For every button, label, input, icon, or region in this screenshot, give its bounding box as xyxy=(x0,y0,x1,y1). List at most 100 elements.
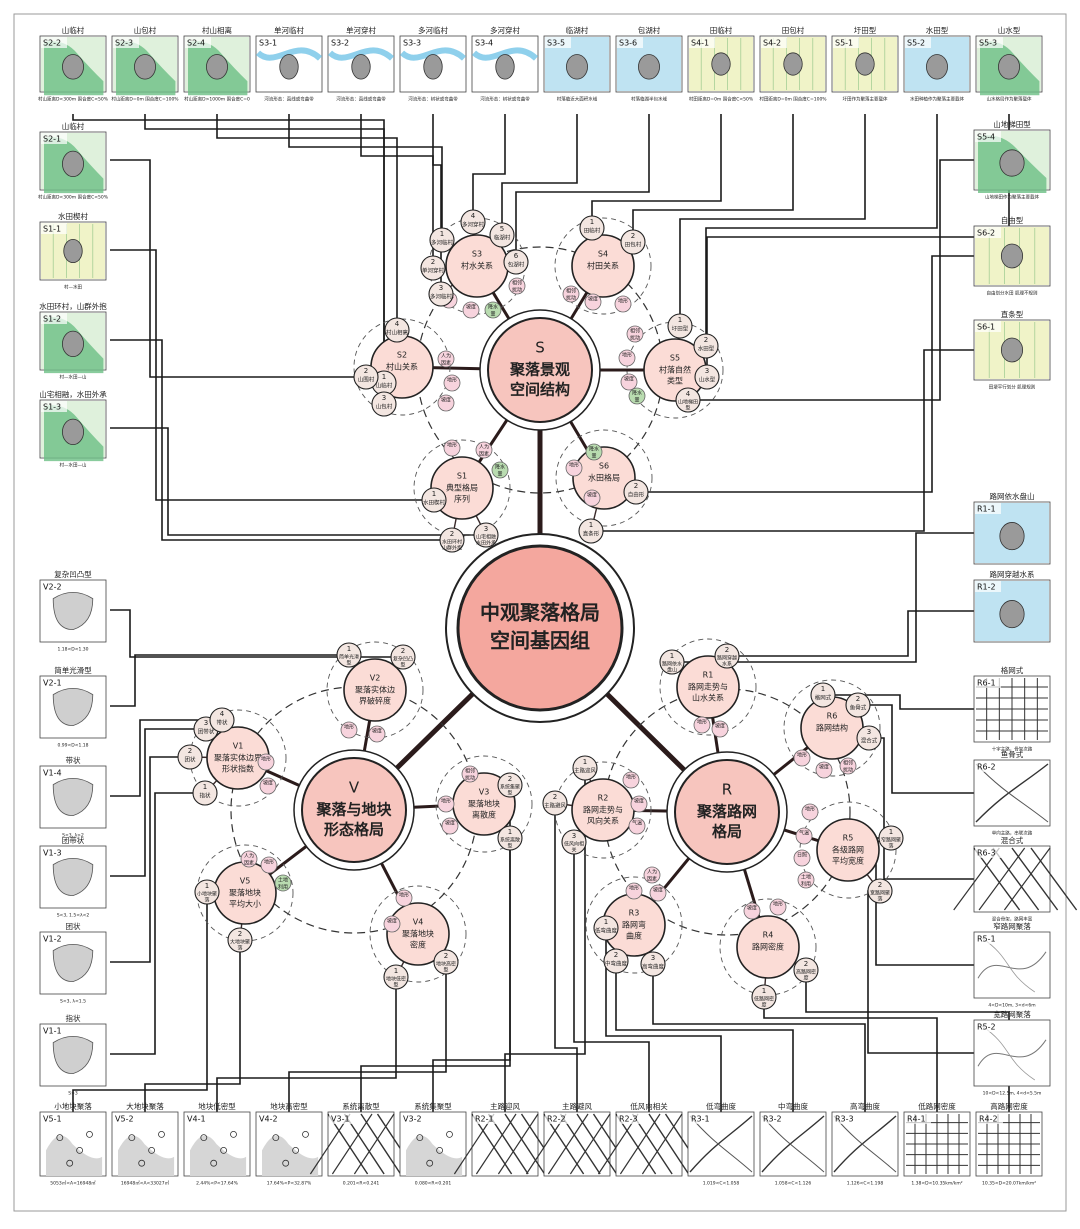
plot-marker xyxy=(416,1134,424,1141)
sub-code-R2: R2 xyxy=(598,794,609,803)
village-shape xyxy=(855,52,875,76)
factor-bubble xyxy=(443,374,461,392)
hub-line2-R: 格局 xyxy=(712,823,742,841)
river-shape xyxy=(471,47,539,61)
tile-caption: 单向主路，串联次路 xyxy=(992,830,1033,837)
sub-label1-R6: 路网结构 xyxy=(816,723,848,733)
settlement-shape xyxy=(52,688,94,727)
factor-label: 坡度 xyxy=(624,376,634,383)
connector-line xyxy=(554,803,578,1112)
sub-label1-R3: 路网弯 xyxy=(622,920,646,930)
tile-code-bg xyxy=(977,1113,1003,1124)
tile-caption: 村田距离D=0m 围合度C=100% xyxy=(759,96,827,103)
sub-label1-V3: 聚落地块 xyxy=(468,799,500,809)
tile-code-bg xyxy=(905,1113,931,1124)
leaf-label: 低弯曲度 xyxy=(595,927,618,935)
tile-name: 山临村 xyxy=(62,121,85,131)
center-title-line2: 空间基因组 xyxy=(490,629,590,653)
factor-label: 地形 xyxy=(264,859,274,866)
tile-name: 村山相离 xyxy=(202,25,232,35)
sub-node-V4 xyxy=(386,902,450,966)
factor-label: 扰动 xyxy=(630,335,640,342)
factor-bubble xyxy=(626,325,644,343)
road-line xyxy=(475,1113,517,1175)
plot-marker xyxy=(436,1147,444,1154)
factor-label: 坡度 xyxy=(653,887,663,894)
hub-code-S: S xyxy=(535,339,545,357)
sub-label1-S6: 水田格局 xyxy=(588,473,620,483)
tile-code: R3-3 xyxy=(835,1115,854,1124)
tile-name: 田包村 xyxy=(782,25,805,35)
tile-name: 低风向相关 xyxy=(630,1101,668,1111)
dashed-ring-R5 xyxy=(799,801,897,899)
road-line xyxy=(547,1113,589,1175)
plot-marker xyxy=(76,1147,83,1154)
sub-label1-S3: 村水关系 xyxy=(461,261,493,271)
tile-name: 大地块聚落 xyxy=(126,1101,164,1111)
factor-label: 扰动 xyxy=(512,287,522,294)
leaf-number: 2 xyxy=(634,482,638,490)
tile-thumbnail xyxy=(39,221,107,281)
leaf-node xyxy=(593,915,619,941)
leaf-number: 1 xyxy=(440,230,444,238)
factor-bubble xyxy=(383,915,401,933)
factor-bubble xyxy=(839,757,857,775)
leaf-label: 多河临村 xyxy=(431,239,454,247)
leaf-label: 团状 xyxy=(184,756,196,764)
leaf-number: 2 xyxy=(450,530,454,538)
factor-bubble xyxy=(461,765,479,783)
tile-caption: 村山距离D>1000m 围合度C=0 xyxy=(184,96,250,103)
leaf-node xyxy=(640,951,666,977)
leaf-node xyxy=(421,487,447,513)
tile-code-bg xyxy=(257,1113,283,1124)
tile-caption: 田埂平行划分 肌理规则 xyxy=(989,384,1036,391)
tile-thumbnail xyxy=(543,35,611,93)
factor-label: 坡度 xyxy=(715,723,725,730)
connector-line xyxy=(688,159,974,401)
connector-line xyxy=(72,892,208,1112)
leaf-label: 低路网密 xyxy=(754,996,774,1003)
plot-marker xyxy=(302,1131,309,1138)
factor-label: 地形 xyxy=(773,901,783,908)
tile-caption: 村—水田—山 xyxy=(60,374,87,381)
factor-label: 土地 xyxy=(801,874,811,881)
plot-marker xyxy=(272,1134,280,1141)
tile-name: 指状 xyxy=(66,1013,81,1023)
leaf-label: 临湖村 xyxy=(494,234,511,242)
tile-code-bg xyxy=(41,677,67,688)
tile-thumbnail xyxy=(759,35,827,93)
leaf-number: 2 xyxy=(878,881,882,889)
tile-caption: 圩田作为聚落主要载体 xyxy=(843,96,888,103)
tile-name: 宽路网聚落 xyxy=(993,1009,1031,1019)
leaf-label: 落 xyxy=(877,896,882,903)
connector-line xyxy=(216,114,398,330)
leaf-label: 中弯曲度 xyxy=(605,960,628,968)
tile-caption: 16948㎡<A<33027㎡ xyxy=(121,1180,170,1187)
hub-code-V: V xyxy=(349,779,360,797)
leaf-label: 复杂凹凸 xyxy=(393,656,413,663)
leaf-number: 2 xyxy=(431,258,435,266)
tile-caption: 村落临湖半包水域 xyxy=(631,96,667,103)
leaf-label: 包湖村 xyxy=(508,261,525,269)
leaf-label: 山包村 xyxy=(376,403,393,411)
factor-bubble xyxy=(643,866,661,884)
tile-caption: 村山距离D<300m 围合度C<50% xyxy=(38,194,109,201)
leaf-label: 路网依水 xyxy=(662,661,682,668)
tile-code-bg xyxy=(41,223,67,234)
sub-label1-R5: 各级路网 xyxy=(832,845,864,855)
leaf-node xyxy=(473,522,499,548)
factor-label: 扰动 xyxy=(843,767,853,774)
sub-label1-R4: 路网密度 xyxy=(752,942,784,952)
tile-code-bg xyxy=(41,1113,67,1124)
tile-code-bg xyxy=(617,1113,643,1124)
